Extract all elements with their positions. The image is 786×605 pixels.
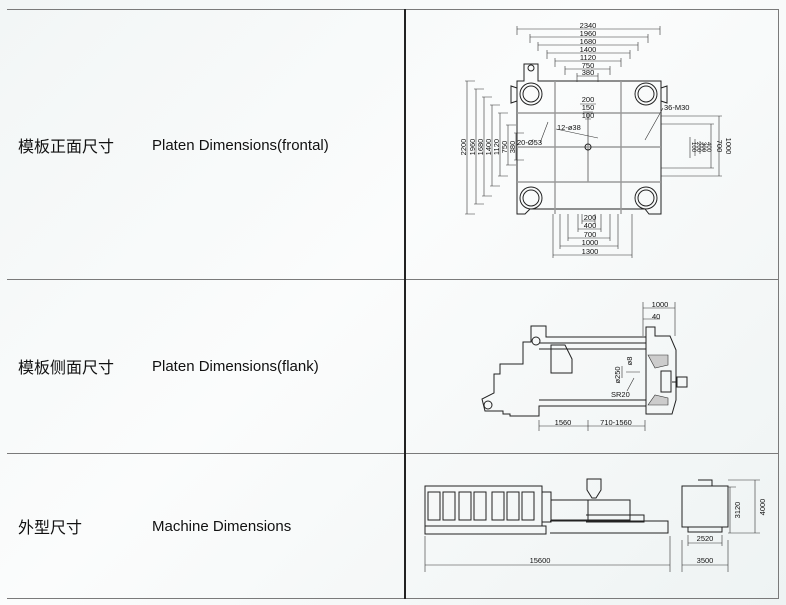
dim-left: 750 [500,141,509,154]
label-en: Platen Dimensions(flank) [152,357,319,375]
flank-platen-drawing: 1000 40 ø250 ø8 SR20 1560 710-1560 [481,300,688,431]
dim-left: 1400 [484,139,493,156]
dim-center-150: 150 [582,103,595,112]
callout-20-o53: 20-Ø53 [517,138,542,147]
dim-flank-1560: 1560 [555,418,572,427]
dim-right-1000: 1000 [724,138,733,155]
dim-right-700: 700 [715,140,724,153]
label-zh: 外型尺寸 [18,518,83,537]
machine-drawing: 15600 3500 2520 3120 4000 [424,478,767,572]
dim-top: 750 [582,61,595,70]
dim-flank-o250: ø250 [613,366,622,383]
row-divider-2 [7,453,778,454]
dim-machine-2520: 2520 [697,534,714,543]
label-zh: 模板侧面尺寸 [18,358,115,377]
dim-top: 1680 [580,37,597,46]
right-border [778,9,779,599]
dim-right-200: 200 [695,142,701,153]
dim-center-100: 100 [582,111,595,120]
dim-right-300: 300 [700,142,706,153]
dim-flank-o8: ø8 [625,357,634,366]
row-label-flank: 模板侧面尺寸 Platen Dimensions(flank) [18,356,319,378]
dim-bottom: 400 [584,221,597,230]
dim-top: 1400 [580,45,597,54]
dim-bottom: 700 [584,230,597,239]
dim-left: 1960 [468,139,477,156]
dim-top: 380 [582,68,595,77]
callout-36-m30: 36-M30 [664,103,689,112]
dim-machine-3500: 3500 [697,556,714,565]
dim-machine-3120: 3120 [733,502,742,519]
dim-flank-sr20: SR20 [611,390,630,399]
dim-bottom: 1000 [582,238,599,247]
row-divider-1 [7,279,778,280]
callout-12-o38: 12-ø38 [557,123,581,132]
dim-right-100: 100 [690,142,696,153]
dim-flank-40: 40 [652,312,660,321]
label-en: Platen Dimensions(frontal) [152,136,329,154]
dim-left: 1680 [476,139,485,156]
row-divider-top [7,9,778,10]
dim-left: 2200 [459,139,468,156]
dim-center-200: 200 [582,95,595,104]
row-divider-bottom [7,598,778,599]
label-zh: 模板正面尺寸 [18,137,115,156]
dim-left: 380 [508,141,517,154]
dim-flank-710-1560: 710-1560 [600,418,632,427]
dim-right-400: 400 [705,142,711,153]
column-divider [404,9,406,599]
dim-top: 1120 [580,53,596,62]
dim-top: 2340 [580,21,597,30]
label-en: Machine Dimensions [152,517,292,535]
dim-bottom: 200 [584,213,597,222]
row-label-frontal: 模板正面尺寸 Platen Dimensions(frontal) [18,135,329,157]
dim-top: 1960 [580,29,597,38]
dim-flank-1000: 1000 [652,300,669,309]
row-label-machine: 外型尺寸 Machine Dimensions [18,516,292,538]
dim-left: 1120 [492,139,501,155]
dim-bottom: 1300 [582,247,599,256]
dim-machine-4000: 4000 [758,499,767,516]
dim-machine-15600: 15600 [530,556,551,565]
